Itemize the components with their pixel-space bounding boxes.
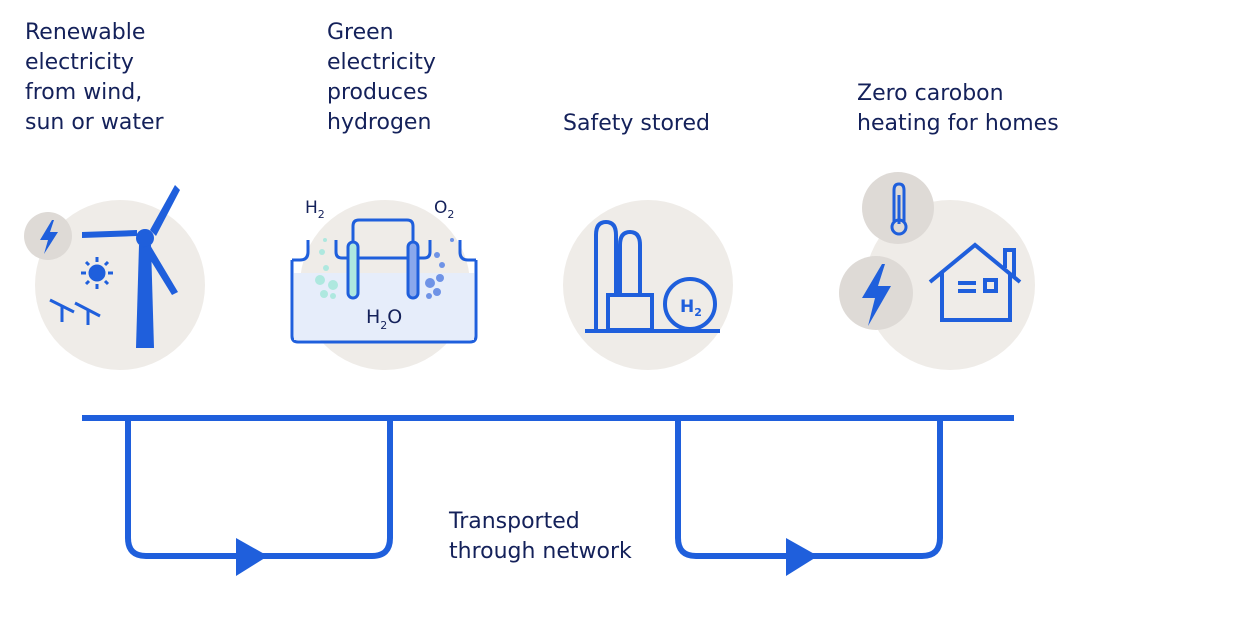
h2-bubbles <box>315 238 338 299</box>
wind-turbine-icon <box>82 185 180 348</box>
step-renewable-label: Renewable electricity from wind, sun or … <box>25 20 164 135</box>
step-heating-label: Zero carobon heating for homes <box>857 81 1059 136</box>
step-electrolysis-label: Green electricity produces hydrogen <box>327 20 436 135</box>
svg-text:H2: H2 <box>305 198 325 221</box>
flow-arrow-icon <box>786 538 818 576</box>
svg-text:H2O: H2O <box>366 306 402 332</box>
flow-arrow-icon <box>236 538 268 576</box>
lightning-icon <box>862 264 891 326</box>
house-icon <box>928 242 1022 322</box>
svg-text:O2: O2 <box>434 198 454 221</box>
h2-sub: 2 <box>318 208 325 221</box>
electrolysis-icon: H2 O2 H2O <box>290 198 478 344</box>
svg-text:H2: H2 <box>680 297 702 319</box>
water-label: H <box>366 306 380 328</box>
o2-bubbles <box>425 238 454 299</box>
sun-icon <box>81 257 113 289</box>
tank-h-label: H <box>680 297 694 317</box>
step-storage-label: Safety stored <box>563 111 710 136</box>
o2-sub: 2 <box>447 208 454 221</box>
storage-tank-icon <box>585 219 720 333</box>
o2-label: O <box>434 198 447 218</box>
tank-sub: 2 <box>694 306 702 319</box>
water-sub: 2 <box>380 319 387 332</box>
h2-label: H <box>305 198 318 218</box>
wind-circle <box>35 200 205 370</box>
water-o: O <box>387 306 402 328</box>
lightning-icon <box>40 220 58 254</box>
thermometer-icon <box>890 182 908 236</box>
transport-label: Transported through network <box>449 509 632 564</box>
solar-panel-icon <box>49 298 101 325</box>
